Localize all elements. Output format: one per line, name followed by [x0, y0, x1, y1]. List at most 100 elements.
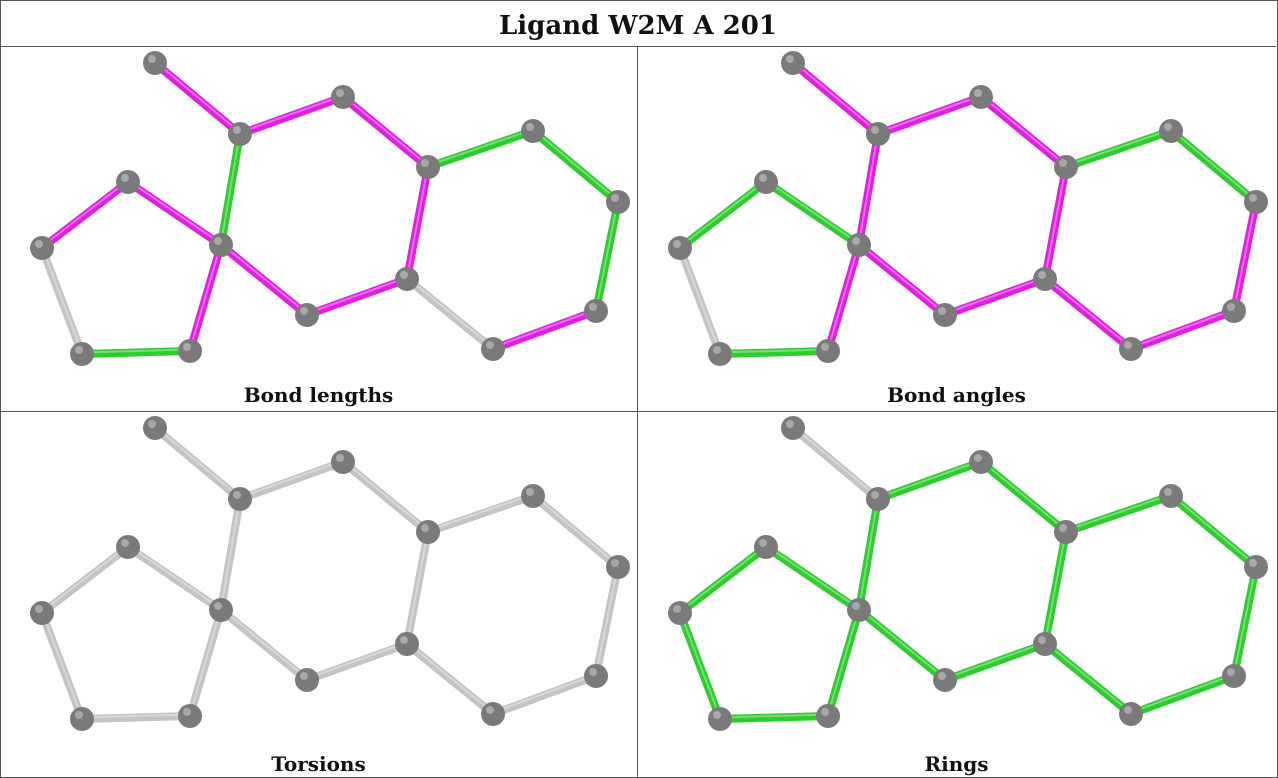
bond-11-12	[38, 178, 132, 252]
bond-highlight	[406, 529, 429, 644]
bond-highlight	[792, 60, 879, 134]
bond-12-13	[38, 244, 86, 358]
atom-shine	[486, 706, 494, 714]
bond-3-8	[403, 163, 432, 283]
atom-shine	[1059, 159, 1067, 167]
bond-9-10	[855, 606, 949, 684]
bond-8-9	[941, 275, 1049, 319]
bond-1-10	[217, 130, 244, 249]
bond-highlight	[679, 610, 721, 719]
atom-13	[70, 342, 94, 366]
bond-6-7	[489, 672, 600, 718]
atom-shine	[852, 237, 860, 245]
bond-10-11	[124, 178, 225, 249]
bond-8-9	[941, 640, 1049, 684]
bond-highlight	[765, 179, 860, 245]
atom-shine	[974, 89, 982, 97]
atom-10	[209, 598, 233, 622]
bond-highlight	[858, 607, 946, 680]
bond-8-9	[303, 275, 411, 319]
bond-highlight	[679, 179, 767, 248]
atom-14	[816, 704, 840, 728]
atom-7	[481, 702, 505, 726]
panel-caption: Bond lengths	[243, 383, 394, 407]
bond-highlight	[239, 459, 344, 499]
bond-5-6	[592, 563, 622, 680]
atom-14	[178, 339, 202, 363]
bond-highlight	[827, 607, 860, 716]
atom-shine	[1164, 123, 1172, 131]
atom-shine	[486, 341, 494, 349]
atom-shine	[121, 539, 129, 547]
bond-highlight	[1044, 164, 1067, 279]
atom-2	[969, 85, 993, 109]
atom-shine	[871, 126, 879, 134]
bond-7-8	[1041, 275, 1135, 353]
bond-1-10	[217, 495, 244, 614]
atom-shine	[589, 303, 597, 311]
bond-highlight	[306, 276, 408, 315]
bond-9-10	[217, 241, 311, 319]
atom-shine	[673, 240, 681, 248]
atom-3	[1054, 155, 1078, 179]
bond-highlight	[532, 493, 619, 567]
bond-highlight	[127, 179, 222, 245]
molecule-diagram-rings	[668, 416, 1268, 731]
atom-7	[1119, 702, 1143, 726]
bond-highlight	[127, 544, 222, 610]
bond-1-10	[855, 495, 882, 614]
atom-8	[1033, 632, 1057, 656]
atom-1	[866, 487, 890, 511]
bond-highlight	[679, 245, 721, 354]
panel-rings: Rings	[638, 412, 1275, 776]
atom-6	[1222, 664, 1246, 688]
atom-9	[295, 303, 319, 327]
bond-highlight	[679, 544, 767, 613]
molecule-diagram-torsions	[30, 416, 630, 731]
bond-highlight	[827, 242, 860, 351]
atom-shine	[786, 55, 794, 63]
atom-shine	[1249, 559, 1257, 567]
bond-9-10	[217, 606, 311, 684]
bond-highlight	[944, 641, 1046, 680]
atom-shine	[871, 491, 879, 499]
atom-shine	[938, 672, 946, 680]
atom-0	[143, 51, 167, 75]
bond-14-10	[186, 606, 225, 720]
atom-0	[143, 416, 167, 440]
bond-1-2	[874, 93, 985, 138]
molecule-diagram-bond-angles	[668, 51, 1268, 366]
atom-shine	[35, 240, 43, 248]
atom-8	[395, 632, 419, 656]
atom-shine	[526, 488, 534, 496]
bond-highlight	[858, 131, 879, 245]
atom-shine	[759, 174, 767, 182]
bond-highlight	[1065, 493, 1172, 532]
bond-3-4	[424, 127, 537, 171]
atom-9	[933, 303, 957, 327]
bond-highlight	[220, 242, 308, 315]
bond-highlight	[595, 199, 619, 311]
atom-shine	[183, 343, 191, 351]
bond-highlight	[492, 308, 597, 349]
bond-10-11	[762, 543, 863, 614]
bond-highlight	[719, 348, 829, 354]
bond-highlight	[858, 496, 879, 610]
bond-highlight	[41, 245, 83, 354]
atom-13	[708, 707, 732, 731]
bond-highlight	[427, 493, 534, 532]
bond-highlight	[877, 94, 982, 134]
bond-14-10	[824, 606, 863, 720]
atom-1	[228, 122, 252, 146]
bond-3-4	[1062, 127, 1175, 171]
bond-highlight	[239, 94, 344, 134]
bond-1-2	[236, 93, 347, 138]
atom-5	[1244, 190, 1268, 214]
bond-highlight	[306, 641, 408, 680]
bond-3-8	[1041, 528, 1070, 648]
panel-caption: Torsions	[271, 752, 366, 776]
atom-shine	[852, 602, 860, 610]
atom-shine	[713, 346, 721, 354]
bond-highlight	[1130, 673, 1235, 714]
bond-11-12	[676, 178, 770, 252]
